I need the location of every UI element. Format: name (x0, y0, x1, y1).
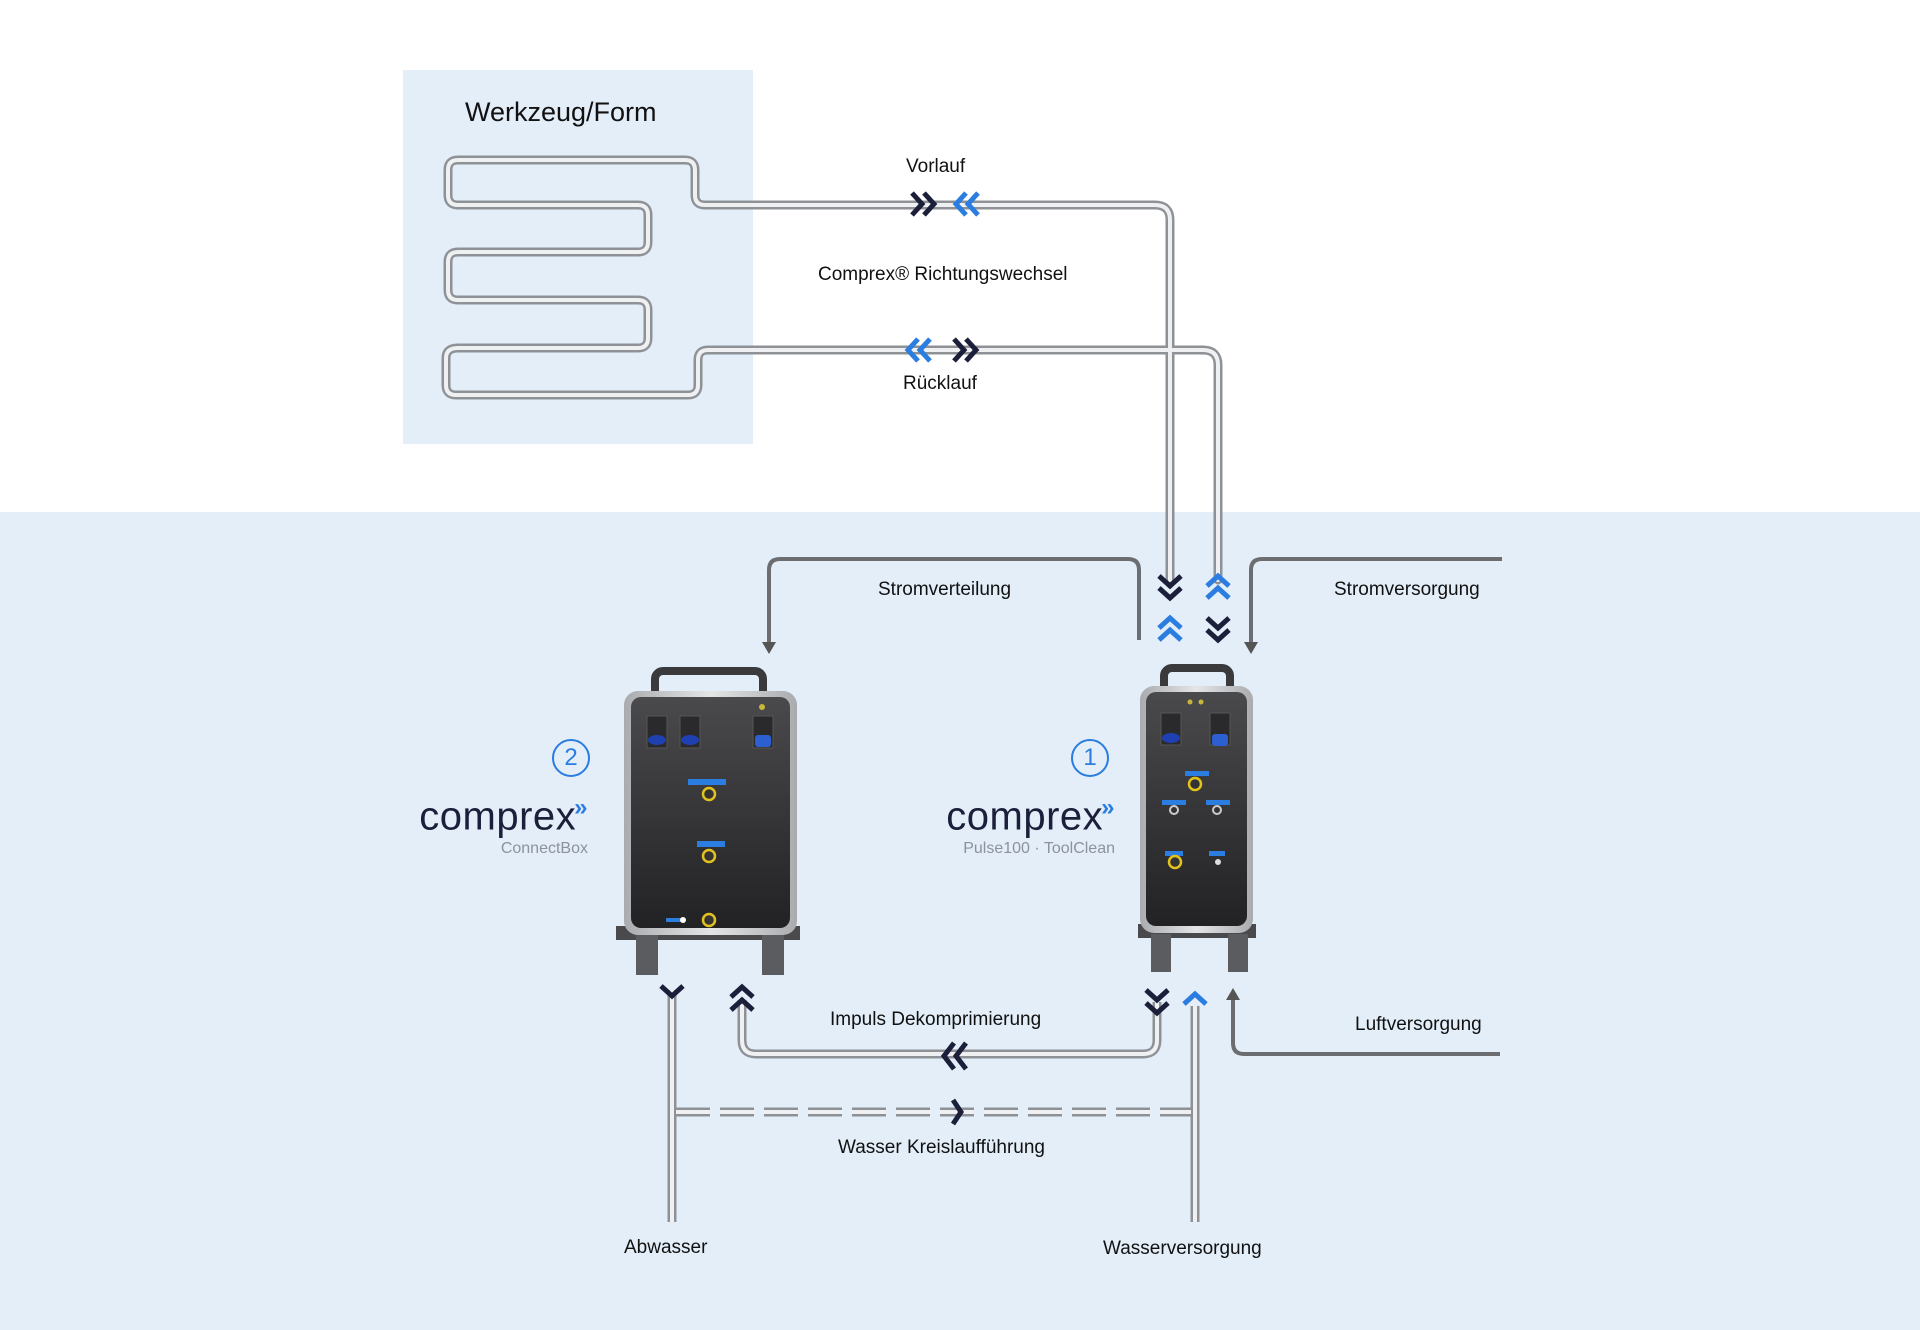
pulse100-logo: comprex» Pulse100 · ToolClean (900, 788, 1115, 858)
brand-chevron-icon: » (574, 794, 588, 821)
air-supply-label: Luftversorgung (1355, 1014, 1482, 1035)
brand-wordmark: comprex (419, 794, 577, 839)
impulse-decompression-label: Impuls Dekomprimierung (830, 1009, 1042, 1030)
return-forward-chevrons-icon (952, 337, 980, 363)
mold-cooling-channel (441, 155, 1223, 585)
connectbox-logo: comprex» ConnectBox (400, 788, 588, 858)
brand-wordmark: comprex (946, 794, 1104, 839)
pulse100-device (1138, 664, 1256, 972)
connectbox-device (616, 667, 800, 975)
impulse-left-chevrons-icon (940, 1041, 968, 1071)
return-reverse-chevrons-icon (904, 337, 932, 363)
supply-reverse-chevrons-icon (952, 191, 980, 217)
device-model-label: ConnectBox (500, 840, 588, 858)
machine-area-background (0, 512, 1920, 1330)
ruecklauf-down-chevrons-icon (1205, 616, 1231, 644)
impulse-out-down-chevrons-icon (1144, 988, 1170, 1017)
return-label: Rücklauf (903, 373, 977, 394)
vorlauf-down-chevrons-icon (1157, 574, 1183, 602)
ruecklauf-up-chevrons-icon (1205, 572, 1231, 600)
device-model-label: Pulse100 · ToolClean (963, 840, 1115, 858)
water-supply-label: Wasserversorgung (1103, 1238, 1262, 1259)
vorlauf-up-chevrons-icon (1157, 614, 1183, 642)
power-supply-label: Stromversorgung (1334, 579, 1480, 600)
supply-forward-chevrons-icon (910, 191, 938, 217)
direction-change-label: Comprex® Richtungswechsel (818, 264, 1068, 285)
power-distribution-label: Stromverteilung (878, 579, 1012, 600)
impulse-return-up-chevrons-icon (729, 983, 755, 1012)
water-circulation-label: Wasser Kreislaufführung (838, 1137, 1045, 1158)
water-supply-up-chevron-icon (1182, 990, 1208, 1006)
brand-chevron-icon: » (1101, 794, 1115, 821)
waste-down-chevron-icon (659, 984, 685, 1000)
tool-title: Werkzeug/Form (465, 97, 657, 127)
device-number-badge-2: 2 (552, 739, 590, 777)
device-number-badge-1: 1 (1071, 739, 1109, 777)
supply-label: Vorlauf (906, 156, 966, 177)
circulation-right-chevron-icon (950, 1098, 965, 1126)
air-supply-line (1226, 988, 1500, 1056)
power-distribution-cable (762, 557, 1141, 654)
impulse-decompression-pipe (737, 1000, 1162, 1059)
waste-water-label: Abwasser (624, 1237, 708, 1258)
power-supply-cable (1244, 557, 1502, 654)
